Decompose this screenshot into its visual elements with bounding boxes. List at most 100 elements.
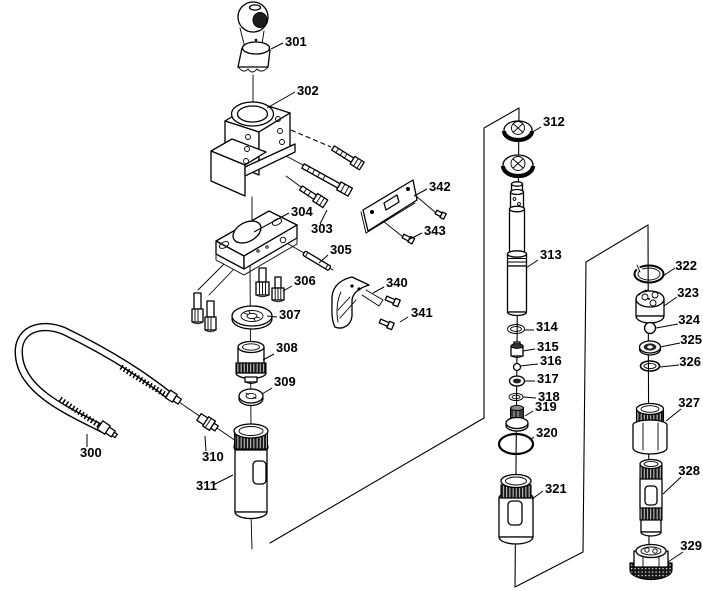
callout-342: 342 — [413, 179, 451, 197]
part-316-ball — [512, 362, 522, 372]
callout-label-329: 329 — [680, 538, 702, 553]
part-314-o-ring — [507, 324, 525, 334]
part-322-snap-ring — [633, 264, 665, 284]
callout-303: 303 — [311, 209, 333, 236]
callout-302: 302 — [266, 83, 319, 109]
part-329-strainer-cap — [629, 543, 673, 581]
callout-label-304: 304 — [291, 204, 313, 219]
callout-label-313: 313 — [540, 247, 562, 262]
part-302-mount-bracket — [210, 101, 296, 197]
part-325-washer — [638, 340, 662, 356]
callout-310: 310 — [202, 435, 224, 464]
part-306b-screws-under-plate — [191, 292, 217, 333]
callout-314: 314 — [524, 319, 558, 334]
callout-315: 315 — [522, 339, 559, 354]
callout-300: 300 — [80, 434, 102, 460]
part-313-shaft — [506, 181, 528, 317]
part-312-washers — [500, 120, 536, 179]
callout-327: 327 — [665, 395, 700, 422]
part-324-ball — [643, 321, 657, 335]
callout-325: 325 — [659, 332, 702, 348]
part-303-socket-bolts — [298, 145, 365, 209]
callout-312: 312 — [530, 114, 565, 134]
part-305-pin — [302, 250, 332, 271]
part-308-adapter — [235, 340, 267, 384]
callout-316: 316 — [519, 353, 562, 368]
callout-label-340: 340 — [386, 275, 408, 290]
callout-label-316: 316 — [540, 353, 562, 368]
callout-label-310: 310 — [202, 449, 224, 464]
callout-304: 304 — [253, 204, 313, 233]
part-317-seat — [508, 375, 526, 387]
part-328-sleeve — [639, 458, 663, 537]
callout-label-326: 326 — [679, 354, 701, 369]
part-318-o-ring — [508, 392, 524, 402]
callout-label-328: 328 — [678, 463, 700, 478]
callout-324: 324 — [655, 312, 701, 329]
callout-label-301: 301 — [285, 34, 307, 49]
callout-label-325: 325 — [680, 332, 702, 347]
callout-label-314: 314 — [536, 319, 558, 334]
callout-321: 321 — [531, 481, 567, 500]
callout-label-324: 324 — [678, 312, 700, 327]
callout-305: 305 — [318, 242, 352, 264]
part-341-screws — [378, 295, 401, 331]
callout-311: 311 — [196, 474, 234, 493]
callout-label-312: 312 — [543, 114, 565, 129]
callout-340: 340 — [372, 275, 408, 294]
callout-label-303: 303 — [311, 221, 333, 236]
callout-317: 317 — [524, 371, 559, 386]
callout-label-343: 343 — [424, 223, 446, 238]
callout-label-318: 318 — [538, 389, 560, 404]
part-327-body — [632, 402, 668, 455]
part-340-clamp-bracket — [331, 276, 384, 329]
part-342-cover-plate — [360, 179, 418, 234]
part-319-valve-seat — [505, 404, 529, 432]
callout-320: 320 — [529, 425, 558, 441]
callout-326: 326 — [659, 354, 701, 369]
callout-label-319: 319 — [535, 399, 557, 414]
callout-label-306: 306 — [294, 273, 316, 288]
callout-301: 301 — [270, 34, 307, 50]
callout-308: 308 — [262, 340, 298, 361]
callout-341: 341 — [399, 305, 433, 323]
callout-label-309: 309 — [274, 374, 296, 389]
callout-318: 318 — [522, 389, 560, 404]
callout-309: 309 — [261, 374, 296, 395]
callout-label-341: 341 — [411, 305, 433, 320]
callout-label-308: 308 — [276, 340, 298, 355]
callout-322: 322 — [662, 258, 697, 277]
callout-328: 328 — [662, 463, 700, 495]
callout-label-320: 320 — [536, 425, 558, 440]
callout-label-323: 323 — [677, 285, 699, 300]
callout-306: 306 — [282, 273, 316, 292]
part-315-cup — [510, 341, 524, 358]
callout-label-305: 305 — [330, 242, 352, 257]
callout-323: 323 — [663, 285, 699, 307]
part-307-washer — [231, 305, 273, 330]
part-343-screw — [401, 209, 447, 245]
callout-label-322: 322 — [675, 258, 697, 273]
part-311-cylinder — [233, 423, 269, 520]
callout-label-327: 327 — [678, 395, 700, 410]
part-323-valve-block — [635, 289, 665, 324]
callout-319: 319 — [524, 399, 557, 417]
part-300-hose — [14, 322, 183, 439]
part-310-fitting — [196, 412, 219, 432]
part-306-screws — [255, 267, 285, 303]
part-301-swivel-eye — [237, 1, 271, 73]
part-321-cylinder — [498, 473, 534, 545]
callout-label-307: 307 — [279, 307, 301, 322]
callout-label-311: 311 — [196, 478, 217, 493]
callout-label-317: 317 — [537, 371, 559, 386]
callout-label-342: 342 — [429, 179, 451, 194]
callout-label-315: 315 — [537, 339, 559, 354]
callout-label-321: 321 — [545, 481, 567, 496]
callout-label-300: 300 — [80, 445, 102, 460]
part-309-grommet — [238, 388, 264, 407]
callout-307: 307 — [266, 307, 301, 322]
callout-label-302: 302 — [297, 83, 319, 98]
callout-313: 313 — [525, 247, 562, 269]
